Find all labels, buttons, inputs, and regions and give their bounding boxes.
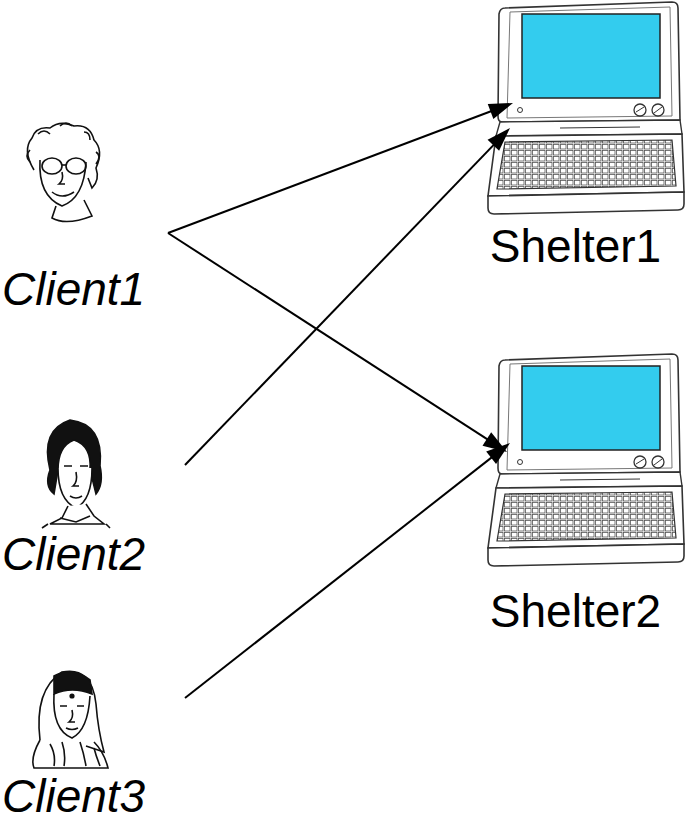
person-icon bbox=[27, 123, 100, 222]
node-label: Shelter1 bbox=[467, 220, 684, 272]
node-label: Client3 bbox=[2, 770, 145, 822]
arrow-connector bbox=[168, 233, 507, 452]
arrow-connector bbox=[185, 128, 510, 465]
client-node: Client1 bbox=[0, 125, 168, 315]
node-label: Client2 bbox=[2, 528, 145, 580]
shelter-node: Shelter2 bbox=[467, 345, 684, 637]
arrow-connector bbox=[168, 103, 513, 233]
person-icon bbox=[33, 671, 108, 768]
arrow-connector bbox=[185, 443, 510, 698]
client-node: Client2 bbox=[0, 405, 185, 580]
person-icon bbox=[42, 420, 110, 528]
client-node: Client3 bbox=[0, 665, 185, 822]
node-label: Shelter2 bbox=[467, 585, 684, 637]
laptop-icon bbox=[488, 354, 684, 566]
shelter-node: Shelter1 bbox=[467, 0, 684, 272]
node-label: Client1 bbox=[2, 263, 145, 315]
laptop-icon bbox=[488, 2, 684, 214]
